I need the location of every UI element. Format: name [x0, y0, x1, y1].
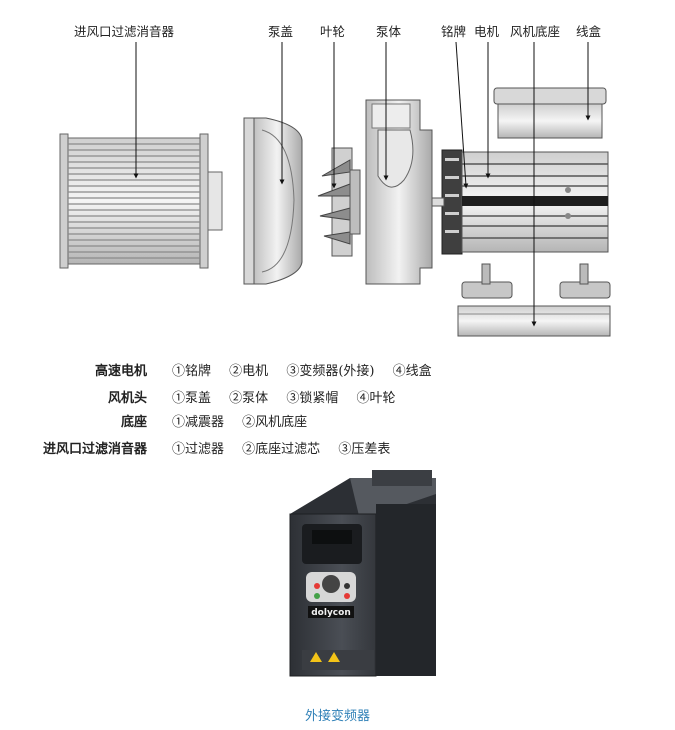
pump-cover-part — [243, 117, 303, 285]
category-label: 进风口过滤消音器 — [42, 442, 147, 457]
component-item: ②电机 — [229, 364, 269, 379]
component-item: ②风机底座 — [242, 415, 308, 430]
wire-box-part — [493, 87, 607, 139]
component-item: ①铭牌 — [172, 364, 212, 379]
component-item: ③变频器(外接) — [286, 364, 375, 379]
component-item: ①减震器 — [172, 415, 225, 430]
component-row-fan-head: 风机头 ①泵盖 ②泵体 ③锁紧帽 ④叶轮 — [0, 387, 675, 409]
motor-part — [431, 149, 609, 255]
category-label: 风机头 — [107, 391, 147, 406]
component-row-filter: 进风口过滤消音器 ①过滤器 ②底座过滤芯 ③压差表 — [0, 438, 675, 460]
component-item: ②底座过滤芯 — [242, 442, 321, 457]
inverter-unit: dolycon — [289, 470, 436, 677]
label-wire-box: 线盒 — [576, 24, 602, 39]
leader-lines — [133, 41, 591, 327]
component-row-motor: 高速电机 ①铭牌 ②电机 ③变频器(外接) ④线盒 — [0, 360, 675, 382]
component-item: ④叶轮 — [356, 391, 396, 406]
label-pump-body: 泵体 — [376, 24, 402, 39]
inverter-caption: 外接变频器 — [304, 709, 370, 724]
label-nameplate: 铭牌 — [441, 24, 466, 39]
category-label: 高速电机 — [94, 364, 147, 379]
component-item: ③锁紧帽 — [286, 391, 339, 406]
component-item: ①泵盖 — [172, 391, 212, 406]
label-motor: 电机 — [474, 24, 500, 39]
inverter-brand: dolycon — [311, 608, 351, 618]
label-impeller: 叶轮 — [320, 24, 345, 39]
label-filter-silencer: 进风口过滤消音器 — [74, 24, 175, 39]
component-item: ④线盒 — [392, 364, 432, 379]
label-fan-base: 风机底座 — [510, 24, 560, 39]
label-pump-cover: 泵盖 — [268, 24, 293, 39]
damper-parts — [461, 263, 611, 299]
component-item: ②泵体 — [229, 391, 269, 406]
component-item: ③压差表 — [338, 442, 391, 457]
component-item: ①过滤器 — [172, 442, 225, 457]
impeller-part — [317, 147, 361, 257]
pump-body-part — [365, 99, 447, 285]
category-label: 底座 — [120, 415, 147, 430]
filter-silencer-part — [59, 133, 223, 269]
component-row-base: 底座 ①减震器 ②风机底座 — [0, 411, 675, 433]
